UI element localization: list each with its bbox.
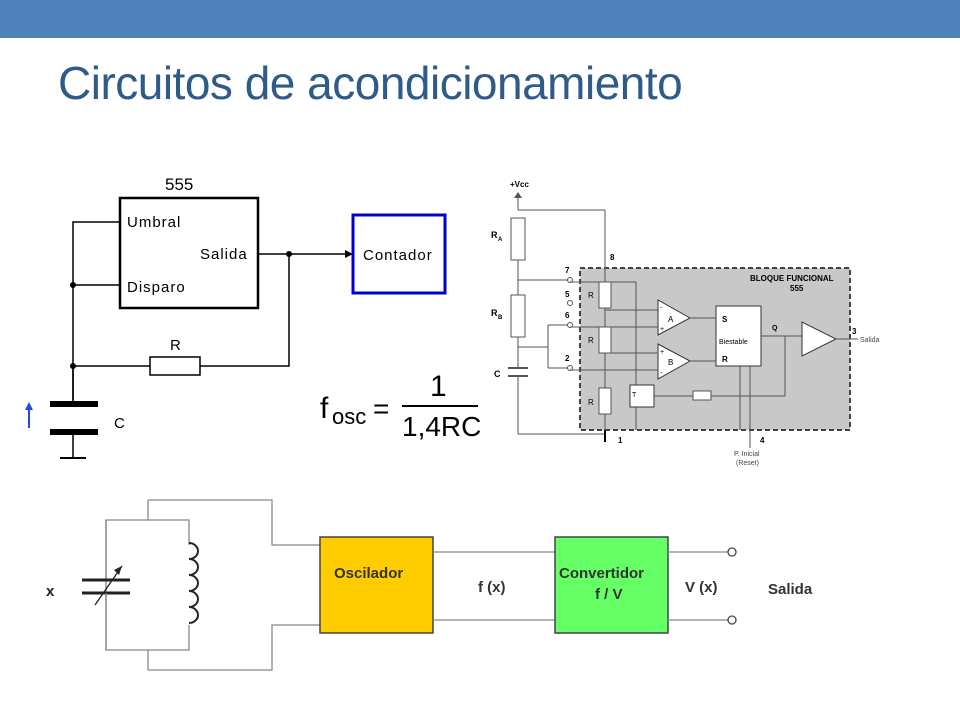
block-555-label: 555 xyxy=(790,284,804,293)
internal-r2 xyxy=(598,326,612,354)
vcc-arrow-icon xyxy=(514,192,522,198)
vx-label: V (x) xyxy=(685,579,718,596)
resistor-label: R xyxy=(170,337,181,354)
salida-arrow-head xyxy=(345,250,353,258)
top-feed-wire xyxy=(148,499,320,546)
pin7-label: 7 xyxy=(565,266,570,275)
input-x-label: x xyxy=(46,583,55,600)
pin5-terminal xyxy=(567,300,573,306)
base-resistor xyxy=(692,390,712,401)
oscillation-formula: f osc = 1 1,4RC xyxy=(320,370,481,442)
internal-r3-label: R xyxy=(588,398,594,407)
convertidor-label-line2: f / V xyxy=(595,586,623,603)
comp-a-label: A xyxy=(668,315,674,324)
comparator-a xyxy=(657,299,692,336)
block-title: BLOQUE FUNCIONAL xyxy=(750,274,834,283)
t-label: T xyxy=(632,392,637,399)
internal-r2-label: R xyxy=(588,336,594,345)
output-buffer xyxy=(801,321,838,357)
lc-tank-outer xyxy=(105,519,148,651)
comparator-b xyxy=(657,343,692,380)
pin-disparo-label: Disparo xyxy=(127,279,186,296)
pin5-label: 5 xyxy=(565,290,570,299)
bloque-funcional-555: BLOQUE FUNCIONAL 555 +Vcc 8 R A R B C 1 … xyxy=(491,180,880,467)
resistor-ra xyxy=(510,217,526,261)
reset-label: (Reset) xyxy=(736,460,759,467)
p-inicial-label: P. Inicial xyxy=(734,451,760,458)
astable-555-circuit: 555 Umbral Salida Disparo R C Contador xyxy=(25,175,447,459)
convertidor-block xyxy=(554,536,669,634)
biestable-label: Biestable xyxy=(719,339,748,346)
ra-subscript: A xyxy=(498,237,503,243)
q-label: Q xyxy=(772,325,778,332)
chain-salida-label: Salida xyxy=(768,581,813,598)
pin2-label: 2 xyxy=(565,354,570,363)
q-feedback-wire xyxy=(711,336,786,397)
formula-denominator: 1,4RC xyxy=(402,411,481,442)
resistor-rb xyxy=(510,294,526,338)
pin-umbral-label: Umbral xyxy=(127,214,181,231)
output-terminal-bottom xyxy=(727,615,737,625)
variable-arrowhead-icon xyxy=(114,566,122,575)
formula-subscript: osc xyxy=(332,404,366,429)
capacitor-label: C xyxy=(114,415,125,432)
comp-b-minus: - xyxy=(660,370,663,377)
comp-a-plus: + xyxy=(660,326,664,333)
pin6-label: 6 xyxy=(565,311,570,320)
left-vertical-wire xyxy=(72,221,120,400)
signal-chain: x Oscilador f (x) Convertidor f / V V (x… xyxy=(46,499,813,671)
chip-555-box xyxy=(118,196,260,310)
fx-label: f (x) xyxy=(478,579,506,596)
pin-salida-label: Salida xyxy=(200,246,248,263)
bottom-feed-wire xyxy=(148,624,320,671)
block-salida-label: Salida xyxy=(860,337,880,344)
comp-b-label: B xyxy=(668,358,673,367)
slide-title: Circuitos de acondicionamiento xyxy=(58,57,683,109)
rb-label: R xyxy=(491,308,498,318)
pin1-label: 1 xyxy=(618,436,623,445)
top-accent-bar xyxy=(0,0,960,38)
ra-label: R xyxy=(491,230,498,240)
vcc-label: +Vcc xyxy=(510,180,529,189)
internal-r3 xyxy=(598,387,612,415)
counter-label: Contador xyxy=(363,247,433,264)
c-label: C xyxy=(494,369,501,379)
formula-equals: = xyxy=(373,393,389,424)
convertidor-label-line1: Convertidor xyxy=(559,565,644,582)
arrow-up-icon xyxy=(25,402,33,410)
formula-f: f xyxy=(320,392,329,425)
s-label: S xyxy=(722,315,728,324)
comp-b-plus: + xyxy=(660,349,664,356)
counter-box xyxy=(351,213,447,295)
pin4-label: 4 xyxy=(760,436,765,445)
rb-subscript: B xyxy=(498,315,503,321)
chip-label: 555 xyxy=(165,175,193,194)
internal-r1 xyxy=(598,281,612,309)
junction-dot xyxy=(70,282,76,288)
r-label: R xyxy=(722,355,728,364)
inductor-coil-icon xyxy=(188,542,199,624)
pin3-label: 3 xyxy=(852,327,857,336)
junction-dot xyxy=(286,251,292,257)
feedback-wire xyxy=(200,254,290,367)
biestable-box xyxy=(715,305,762,367)
lc-bottom-wire xyxy=(147,625,190,670)
oscilador-label: Oscilador xyxy=(334,565,403,582)
oscilador-block xyxy=(319,536,434,634)
output-terminal-top xyxy=(727,547,737,557)
pin8-label: 8 xyxy=(610,253,615,262)
internal-r1-label: R xyxy=(588,291,594,300)
comp-a-minus: - xyxy=(660,305,663,312)
resistor-r xyxy=(149,356,201,376)
lc-top-wire xyxy=(147,500,190,545)
formula-numerator: 1 xyxy=(430,370,447,403)
